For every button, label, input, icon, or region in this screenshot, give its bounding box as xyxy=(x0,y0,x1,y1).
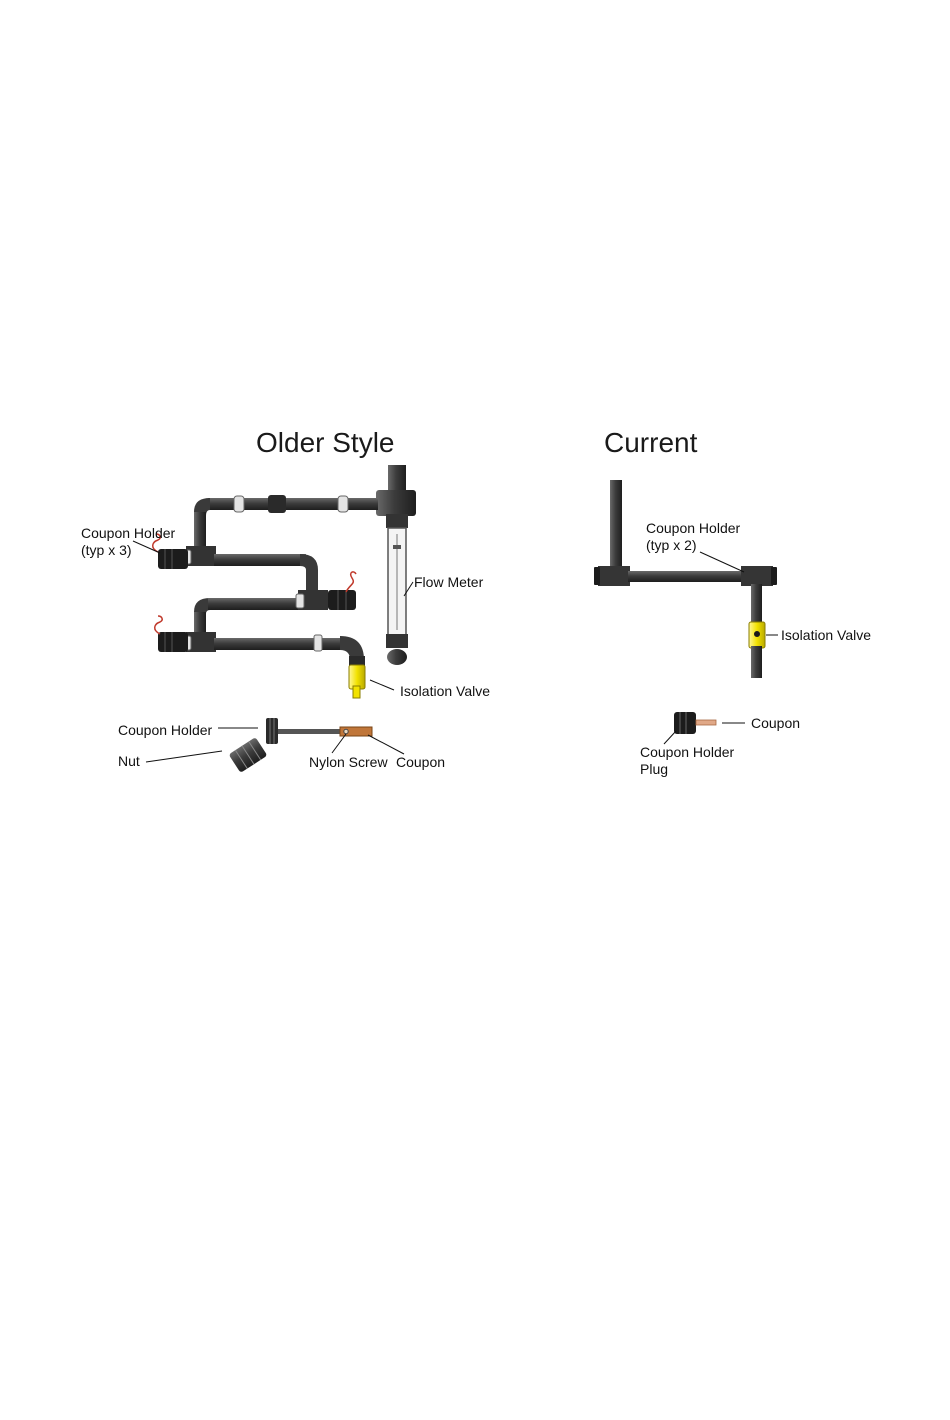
current-tee-left xyxy=(598,566,630,586)
clamp-row3-right xyxy=(314,635,322,651)
current-coupon-holder-plug xyxy=(674,712,716,734)
flow-meter-tee xyxy=(376,490,416,516)
leader-coupon-holder-older xyxy=(133,541,160,553)
label-isolation-valve-current: Isolation Valve xyxy=(781,627,871,643)
current-title: Current xyxy=(604,427,698,458)
flow-meter-bottom-fitting xyxy=(386,634,408,648)
nylon-screw xyxy=(344,729,348,733)
wire-older-2 xyxy=(346,572,356,592)
isolation-valve-older-handle xyxy=(353,686,360,698)
leader-nylon-screw xyxy=(332,734,346,753)
leader-nut xyxy=(146,751,222,762)
flow-meter-top-fitting xyxy=(386,514,408,528)
current-horizontal-pipe xyxy=(628,571,743,582)
current-piping-assembly xyxy=(594,480,777,678)
plug-body xyxy=(674,712,696,734)
pipe-row3 xyxy=(214,638,344,650)
union-top xyxy=(268,495,286,513)
flow-meter-bottom-elbow xyxy=(387,649,407,665)
label-isolation-valve-older: Isolation Valve xyxy=(400,683,490,699)
current-drop-pipe xyxy=(751,584,762,624)
label-plug-line2: Plug xyxy=(640,761,668,777)
current-plug-right xyxy=(771,567,777,585)
label-coupon-holder-older-typ: (typ x 3) xyxy=(81,542,132,558)
coupon-holder-older-2 xyxy=(328,590,356,610)
holder-stem xyxy=(278,729,340,734)
clamp-row2 xyxy=(296,594,304,608)
label-nylon-screw: Nylon Screw xyxy=(309,754,388,770)
older-style-title: Older Style xyxy=(256,427,395,458)
wire-older-3 xyxy=(155,616,162,634)
label-coupon-holder-current-typ: (typ x 2) xyxy=(646,537,697,553)
leader-coupon-older xyxy=(368,735,404,754)
current-tee-right xyxy=(741,566,773,586)
isolation-valve-current-stem xyxy=(754,631,760,637)
pipe-row2 xyxy=(208,598,308,610)
nut xyxy=(229,737,268,773)
holder-flange xyxy=(266,718,278,744)
current-vertical-inlet xyxy=(610,480,622,568)
leader-isolation-valve-older xyxy=(370,680,394,690)
elbow-row1-right xyxy=(300,554,318,590)
current-plug-left xyxy=(594,567,600,585)
label-flow-meter: Flow Meter xyxy=(414,574,484,590)
coupon-holder-older-1 xyxy=(158,549,188,569)
plug-coupon xyxy=(696,720,716,725)
isolation-valve-older-body xyxy=(349,665,365,689)
label-coupon-current: Coupon xyxy=(751,715,800,731)
label-coupon-older: Coupon xyxy=(396,754,445,770)
older-piping-assembly xyxy=(153,465,416,698)
label-coupon-holder-part: Coupon Holder xyxy=(118,722,213,738)
clamp-top-2 xyxy=(338,496,348,512)
current-outlet-pipe xyxy=(751,646,762,678)
pipe-row1 xyxy=(214,554,306,566)
label-coupon-holder-older: Coupon Holder xyxy=(81,525,176,541)
flow-meter-float xyxy=(393,545,401,549)
leader-coupon-holder-current xyxy=(700,552,744,572)
leader-plug xyxy=(664,731,676,744)
label-nut: Nut xyxy=(118,753,140,769)
label-plug: Coupon Holder xyxy=(640,744,735,760)
clamp-top-1 xyxy=(234,496,244,512)
label-coupon-holder-current: Coupon Holder xyxy=(646,520,741,536)
coupon-holder-older-3 xyxy=(158,632,188,652)
